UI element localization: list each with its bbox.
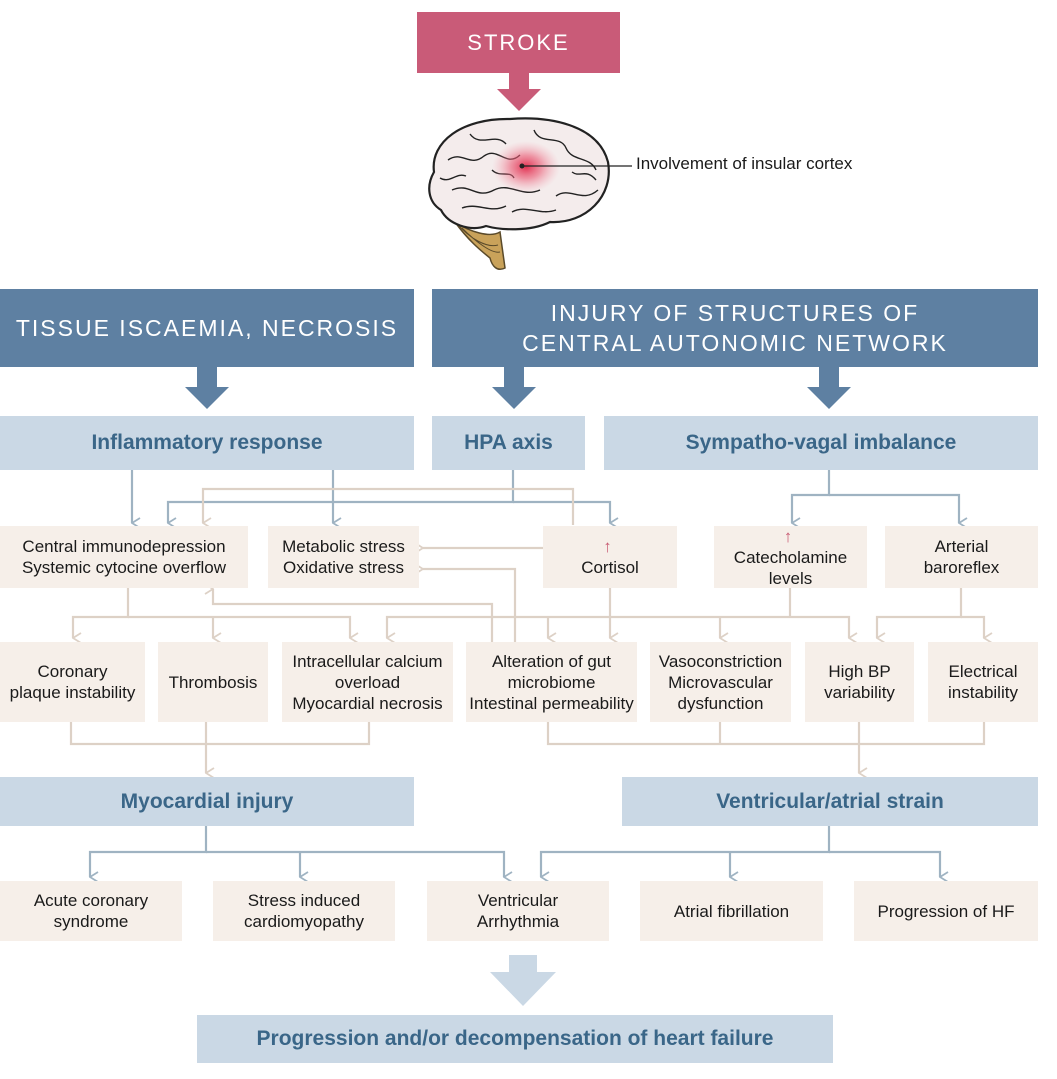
ventricular-strain-label: Ventricular/atrial strain: [716, 789, 944, 813]
acute-coronary-line1: Acute coronary: [33, 891, 149, 910]
cortisol-row: ↑ Cortisol: [581, 536, 639, 578]
hpa-axis-label: HPA axis: [464, 431, 553, 454]
stress-cardiomyopathy-line2: cardiomyopathy: [243, 912, 364, 931]
acute-coronary-box: Acute coronary syndrome: [0, 881, 182, 941]
baroreflex-line2: baroreflex: [923, 558, 1000, 577]
inflammatory-response-box: Inflammatory response: [0, 416, 414, 470]
vasoconstriction-line1: Vasoconstriction: [658, 651, 783, 671]
metabolic-stress-line1: Metabolic stress: [282, 537, 405, 556]
ventricular-arrhythmia-line2: Arrhythmia: [476, 912, 560, 931]
catecholamine-line2: levels: [768, 568, 813, 588]
autonomic-header-line2: CENTRAL AUTONOMIC NETWORK: [522, 330, 948, 356]
coronary-plaque-line1: Coronary: [37, 662, 108, 681]
autonomic-network-header: INJURY OF STRUCTURES OF CENTRAL AUTONOMI…: [432, 289, 1038, 367]
stroke-label: STROKE: [467, 29, 570, 55]
cortisol-box: ↑ Cortisol: [543, 526, 677, 588]
tissue-down-arrow: [185, 367, 229, 409]
gut-microbiome-line3: Intestinal permeability: [469, 693, 634, 713]
calcium-overload-line1: Intracellular calcium: [292, 651, 443, 671]
vasoconstriction-line2: Microvascular: [668, 672, 773, 692]
coronary-plaque-box: Coronary plaque instability: [0, 642, 145, 722]
sympatho-vagal-box: Sympatho-vagal imbalance: [604, 416, 1038, 470]
gut-microbiome-box: Alteration of gut microbiome Intestinal …: [466, 642, 637, 722]
catecholamine-row: ↑Catecholamine: [734, 526, 847, 568]
vasoconstriction-box: Vasoconstriction Microvascular dysfuncti…: [650, 642, 791, 722]
brain-illustration: [428, 117, 632, 270]
coronary-plaque-line2: plaque instability: [9, 683, 136, 702]
up-arrow-icon: ↑: [783, 526, 793, 546]
gut-microbiome-line2: microbiome: [507, 672, 596, 692]
final-outcome-label: Progression and/or decompensation of hea…: [256, 1027, 774, 1050]
tissue-ischaemia-header: TISSUE ISCAEMIA, NECROSIS: [0, 289, 414, 367]
ventricular-arrhythmia-box: Ventricular Arrhythmia: [427, 881, 609, 941]
calcium-overload-line2: overload: [334, 672, 401, 692]
myocardial-injury-box: Myocardial injury: [0, 777, 414, 826]
baroreflex-line1: Arterial: [934, 537, 989, 556]
immunodepression-line2: Systemic cytocine overflow: [21, 558, 227, 577]
progression-hf-label: Progression of HF: [877, 901, 1015, 921]
tissue-ischaemia-label: TISSUE ISCAEMIA, NECROSIS: [15, 315, 399, 341]
catecholamine-line1: Catecholamine: [733, 547, 848, 567]
thrombosis-label: Thrombosis: [168, 672, 258, 692]
electrical-instability-line2: instability: [948, 683, 1018, 702]
bp-variability-line2: variability: [824, 683, 895, 702]
calcium-overload-box: Intracellular calcium overload Myocardia…: [282, 642, 453, 722]
acute-coronary-line2: syndrome: [53, 912, 129, 931]
vasoconstriction-line3: dysfunction: [677, 693, 764, 713]
electrical-instability-box: Electrical instability: [928, 642, 1038, 722]
bp-variability-box: High BP variability: [805, 642, 914, 722]
stress-cardiomyopathy-box: Stress induced cardiomyopathy: [213, 881, 395, 941]
sympatho-vagal-label: Sympatho-vagal imbalance: [685, 431, 957, 454]
hpa-down-arrow: [492, 367, 536, 409]
progression-hf-box: Progression of HF: [854, 881, 1038, 941]
bp-variability-line1: High BP: [828, 662, 891, 681]
calcium-overload-line3: Myocardial necrosis: [292, 693, 443, 713]
stress-cardiomyopathy-line1: Stress induced: [247, 891, 361, 910]
myocardial-injury-label: Myocardial injury: [120, 789, 294, 813]
ventricular-arrhythmia-line1: Ventricular: [477, 891, 559, 910]
immunodepression-box: Central immunodepression Systemic cytoci…: [0, 526, 248, 588]
hpa-axis-box: HPA axis: [432, 416, 585, 470]
up-arrow-icon: ↑: [603, 537, 612, 556]
final-down-arrow: [490, 955, 556, 1006]
autonomic-header-line1: INJURY OF STRUCTURES OF: [550, 300, 920, 326]
metabolic-stress-box: Metabolic stress Oxidative stress: [268, 526, 419, 588]
stroke-box: STROKE: [417, 12, 620, 73]
insular-cortex-annotation: Involvement of insular cortex: [636, 154, 853, 173]
baroreflex-box: Arterial baroreflex: [885, 526, 1038, 588]
electrical-instability-line1: Electrical: [948, 662, 1018, 681]
thrombosis-box: Thrombosis: [158, 642, 268, 722]
sympatho-down-arrow: [807, 367, 851, 409]
gut-microbiome-line1: Alteration of gut: [491, 651, 612, 671]
catecholamine-box: ↑Catecholamine levels: [714, 526, 867, 588]
inflammatory-response-label: Inflammatory response: [91, 431, 323, 454]
stroke-down-arrow: [497, 73, 541, 111]
immunodepression-line1: Central immunodepression: [22, 537, 226, 556]
atrial-fibrillation-box: Atrial fibrillation: [640, 881, 823, 941]
cortisol-label: Cortisol: [581, 558, 639, 577]
metabolic-stress-line2: Oxidative stress: [283, 558, 404, 577]
ventricular-strain-box: Ventricular/atrial strain: [622, 777, 1038, 826]
final-outcome-box: Progression and/or decompensation of hea…: [197, 1015, 833, 1063]
atrial-fibrillation-label: Atrial fibrillation: [673, 901, 790, 921]
